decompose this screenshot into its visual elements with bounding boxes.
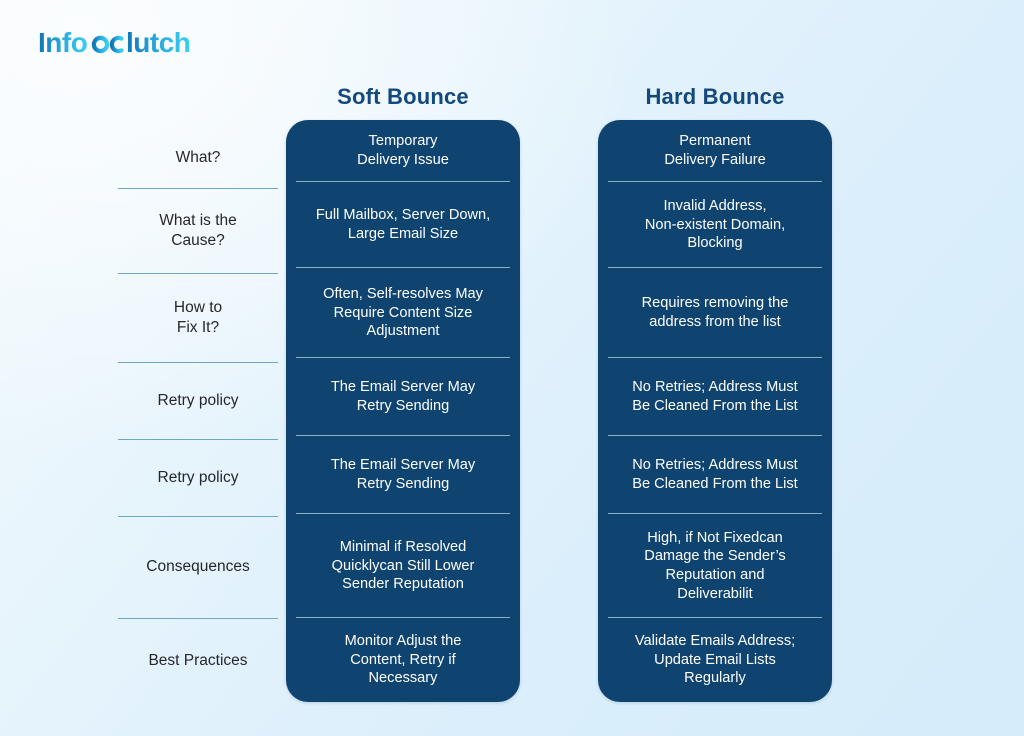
hard-bounce-cell: Validate Emails Address;Update Email Lis… (634, 632, 796, 687)
logo: Info lutch InfoClutch (38, 22, 190, 64)
column-header-soft-bounce: Soft Bounce (337, 84, 469, 109)
soft-bounce-cell: Full Mailbox, Server Down,Large Email Si… (286, 182, 520, 269)
row-label: Consequences (118, 517, 278, 620)
infoclutch-logo-icon: Info lutch (38, 27, 190, 58)
row-label: Best Practices (148, 651, 248, 669)
column-header-hard-bounce: Hard Bounce (645, 84, 785, 109)
svg-text:lutch: lutch (126, 27, 190, 58)
svg-text:Info: Info (38, 27, 88, 58)
hard-bounce-cell: Invalid Address,Non-existent Domain,Bloc… (598, 182, 832, 269)
row-label: Retry policy (118, 363, 278, 440)
row-label: What? (118, 128, 278, 190)
row-label: Retry policy (118, 440, 278, 517)
